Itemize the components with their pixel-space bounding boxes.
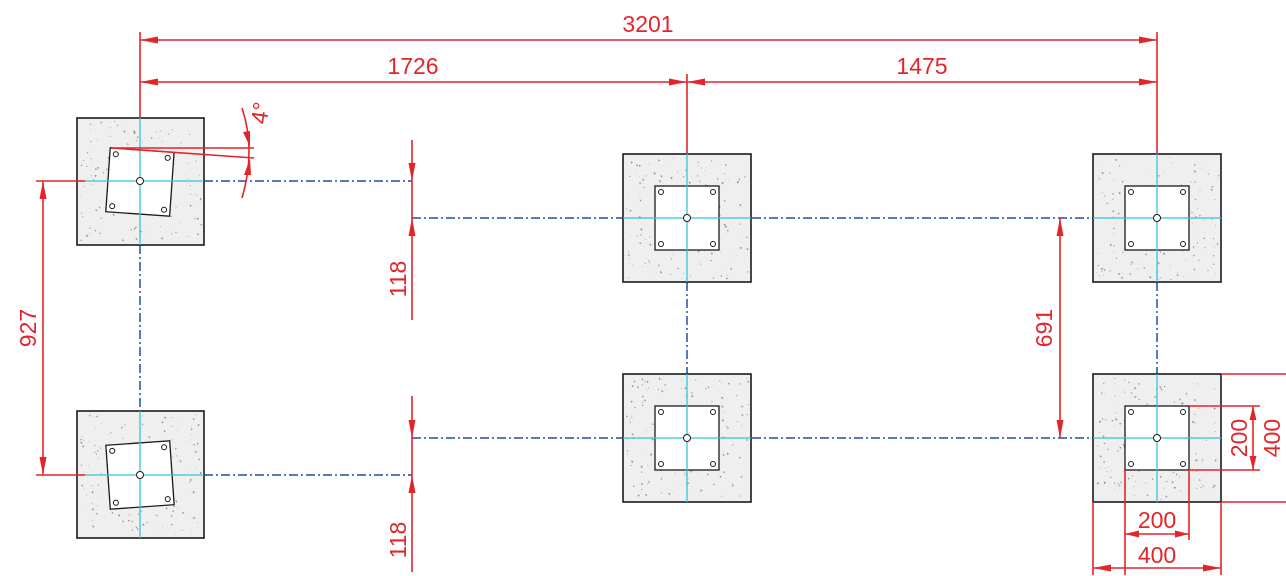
footing-bottom-left (76, 410, 205, 539)
arrow-head (140, 36, 158, 44)
arrow-head (1249, 456, 1257, 470)
arrow-head (1139, 78, 1157, 86)
dimension-value-left-span: 1726 (387, 53, 438, 79)
footing-top-right (1092, 153, 1222, 283)
aggregate-pattern (626, 377, 750, 497)
center-mark (683, 434, 691, 442)
dimension-spans: 1726 1475 (140, 53, 1157, 154)
arrow-head (1056, 218, 1064, 236)
footing-top-left (76, 117, 205, 246)
plate-holes (658, 409, 716, 467)
dimension-offset-bottom: 118 (385, 396, 416, 572)
arrow-head (687, 78, 705, 86)
arrow-head (408, 420, 416, 438)
arrow-head (1093, 564, 1111, 572)
dimension-value: 4° (246, 100, 275, 125)
arrow-head (1249, 406, 1257, 420)
dimension-value: 927 (15, 309, 41, 347)
plate-holes (1128, 189, 1186, 247)
center-mark (683, 214, 691, 222)
dimension-rotation-angle: 4° (111, 100, 275, 199)
footing-bottom-middle (622, 373, 752, 503)
center-mark (136, 177, 144, 185)
arrow-head (1203, 564, 1221, 572)
dimension-footing-vertical: 200 400 (1189, 373, 1286, 503)
dimension-value-footing-height: 400 (1259, 419, 1285, 457)
angle-arc (241, 107, 250, 199)
dimension-value-plate-width: 200 (1138, 507, 1176, 533)
arrow-head (1175, 530, 1189, 538)
arrow-head (39, 181, 47, 199)
arrow-head (243, 131, 250, 147)
dimension-footing-horizontal: 200 400 (1092, 470, 1222, 575)
dimension-value: 3201 (622, 11, 673, 37)
dimension-value-plate-height: 200 (1226, 419, 1252, 457)
plate-holes (1128, 409, 1186, 467)
plate-holes (109, 444, 171, 506)
dimension-offset-top: 118 (385, 140, 416, 320)
plate-holes (109, 151, 171, 213)
dimension-value: 118 (385, 261, 411, 298)
dimension-right-spacing: 691 (1031, 218, 1064, 438)
dimension-overall-length: 3201 (139, 11, 1158, 154)
dimension-value-right-span: 1475 (896, 53, 947, 79)
arrow-head (408, 163, 416, 181)
arrow-head (140, 78, 158, 86)
center-mark (1153, 214, 1161, 222)
arrow-head (408, 475, 416, 493)
dimension-value-footing-width: 400 (1138, 542, 1176, 568)
arrow-head (1139, 36, 1157, 44)
plate-holes (658, 189, 716, 247)
rotated-line (111, 147, 255, 159)
arrow-head (39, 457, 47, 475)
footing-top-middle (622, 153, 752, 283)
arrow-head (669, 78, 687, 86)
center-mark (136, 471, 144, 479)
footing-bottom-right (1092, 373, 1222, 503)
dimension-left-spacing: 927 (15, 180, 85, 476)
arrow-head (1056, 420, 1064, 438)
arrow-head (1125, 530, 1139, 538)
center-mark (1153, 434, 1161, 442)
arrow-head (244, 159, 251, 175)
dimension-value: 691 (1031, 309, 1057, 347)
arrow-head (408, 218, 416, 236)
dimension-value: 118 (385, 522, 411, 559)
